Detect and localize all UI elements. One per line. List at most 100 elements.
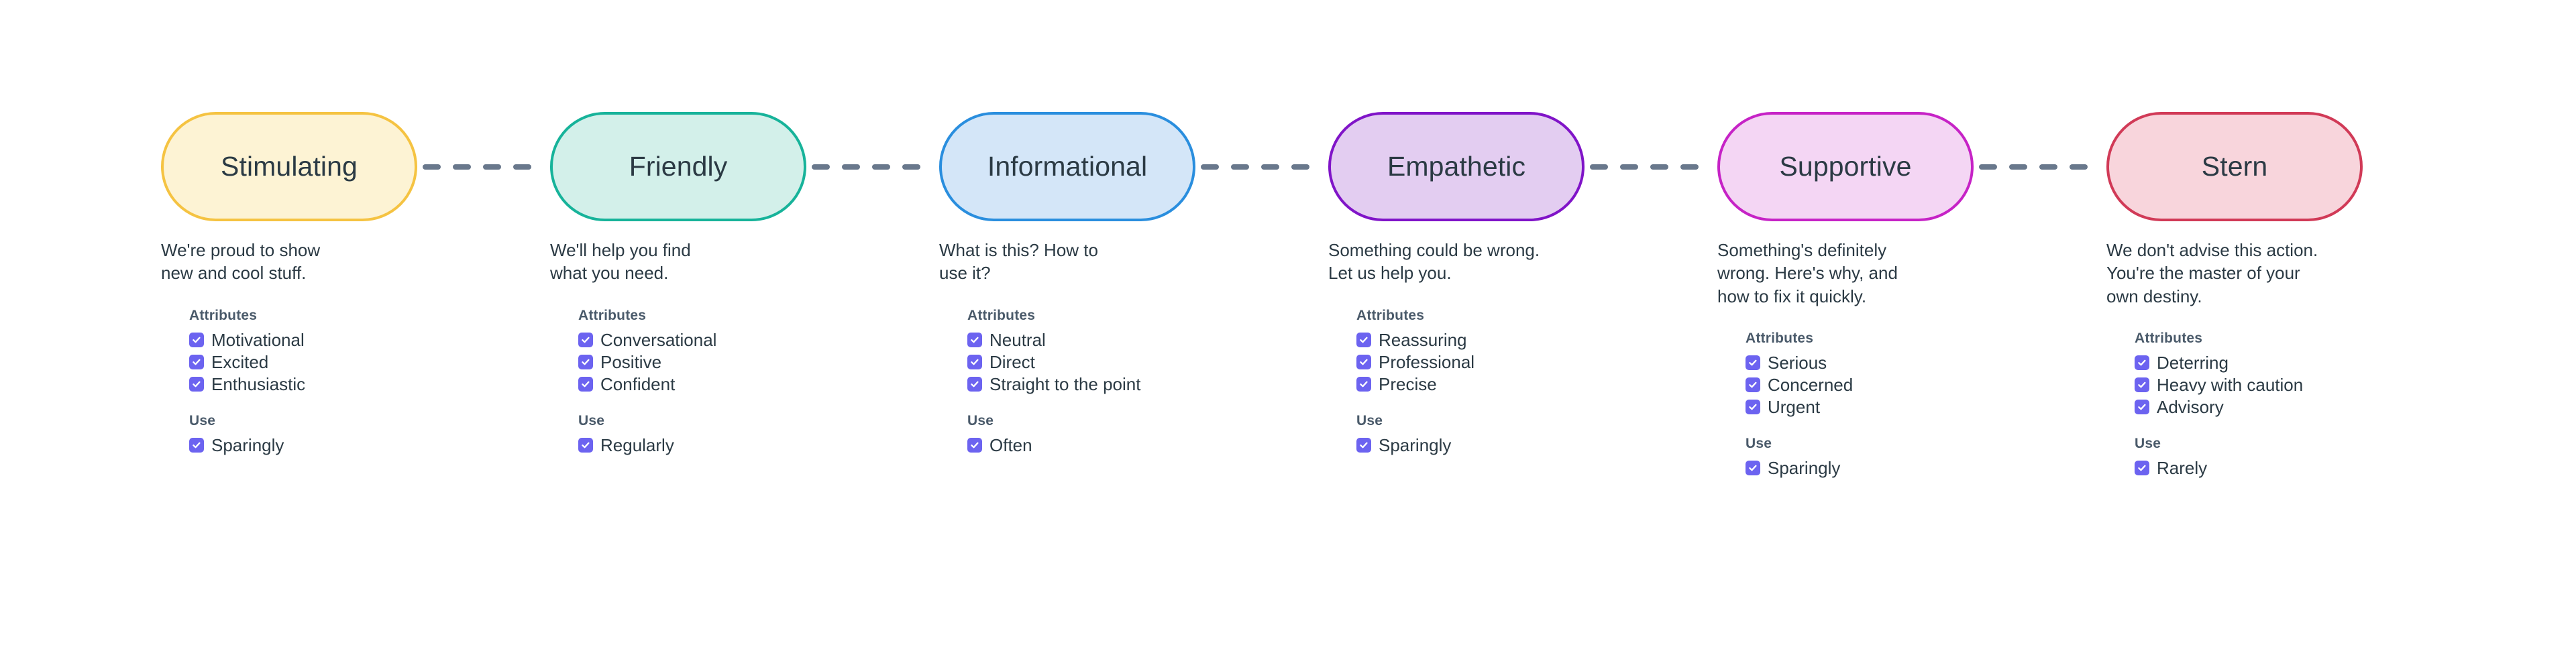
dash-segment [872,164,890,170]
checkbox-label: Sparingly [1768,458,1841,479]
checkmark-icon[interactable] [2135,400,2149,415]
checkmark-icon[interactable] [967,377,982,392]
dashed-line-icon [1979,164,2101,170]
checkmark-icon[interactable] [189,438,204,453]
checkbox-row[interactable]: Deterring [2135,352,2496,374]
checkbox-row[interactable]: Excited [189,351,550,373]
dash-segment [1620,164,1638,170]
checkmark-icon[interactable] [1746,355,1760,371]
checkmark-icon[interactable] [189,377,204,392]
checkmark-icon[interactable] [2135,355,2149,371]
checkmark-icon[interactable] [189,355,204,370]
checkmark-icon[interactable] [578,333,593,348]
checkbox-row[interactable]: Rarely [2135,457,2496,479]
group-title-attributes: Attributes [1746,330,1814,346]
checkbox-row[interactable]: Straight to the point [967,373,1328,396]
checkbox-row[interactable]: Professional [1356,351,1717,373]
tone-description: We'll help you find what you need. [550,240,691,284]
dashed-line-icon [1590,164,1712,170]
checkmark-icon[interactable] [1746,461,1760,476]
tone-pill[interactable]: Empathetic [1328,112,1585,221]
checkbox-label: Serious [1768,353,1827,373]
checkmark-icon[interactable] [1356,355,1371,370]
checkbox-row[interactable]: Heavy with caution [2135,374,2496,396]
dash-segment [902,164,920,170]
checkbox-label: Excited [211,352,269,373]
checkbox-row[interactable]: Serious [1746,352,2106,374]
pill-row: Supportive [1717,112,2106,221]
checkbox-row[interactable]: Neutral [967,329,1328,351]
checkbox-row[interactable]: Sparingly [1746,457,2106,479]
checkbox-row[interactable]: Conversational [578,329,939,351]
checkbox-row[interactable]: Sparingly [1356,434,1717,457]
checkmark-icon[interactable] [967,438,982,453]
checkbox-row[interactable]: Reassuring [1356,329,1717,351]
checkbox-row[interactable]: Direct [967,351,1328,373]
checkbox-row[interactable]: Concerned [1746,374,2106,396]
checkbox-label: Often [989,435,1032,456]
checkbox-row[interactable]: Regularly [578,434,939,457]
group-title-use: Use [967,412,994,428]
checkmark-icon[interactable] [1356,377,1371,392]
checkmark-icon[interactable] [1746,377,1760,393]
checkbox-row[interactable]: Motivational [189,329,550,351]
checkmark-icon[interactable] [578,377,593,392]
dash-segment [1291,164,1309,170]
checkmark-icon[interactable] [2135,377,2149,393]
tone-pill-label: Friendly [629,151,728,182]
dash-segment [1979,164,1997,170]
checkbox-row[interactable]: Urgent [1746,396,2106,418]
group-title-use: Use [2135,435,2161,451]
checkbox-row[interactable]: Often [967,434,1328,457]
dashed-line-icon [423,164,545,170]
tone-pill-label: Supportive [1779,151,1912,182]
checkbox-row[interactable]: Precise [1356,373,1717,396]
group-title-use: Use [1356,412,1383,428]
tone-description: We don't advise this action. You're the … [2106,240,2318,306]
checkmark-icon[interactable] [1746,400,1760,415]
checkbox-label: Regularly [600,435,674,456]
checkbox-row[interactable]: Advisory [2135,396,2496,418]
dash-segment [1680,164,1699,170]
checkmark-icon[interactable] [578,438,593,453]
group-title-attributes: Attributes [1356,307,1425,323]
dash-segment [1201,164,1219,170]
checkmark-icon[interactable] [967,333,982,348]
checkbox-label: Sparingly [1379,435,1452,456]
pill-row: Stimulating [161,112,550,221]
checkmark-icon[interactable] [1356,438,1371,453]
tone-pill[interactable]: Supportive [1717,112,1974,221]
dash-segment [2070,164,2088,170]
tone-column: Stern We don't advise this action. You're… [2106,112,2496,479]
tone-pill[interactable]: Friendly [550,112,806,221]
checkbox-row[interactable]: Confident [578,373,939,396]
checkmark-icon[interactable] [578,355,593,370]
dash-segment [513,164,531,170]
checkmark-icon[interactable] [189,333,204,348]
tone-pill[interactable]: Informational [939,112,1195,221]
checkbox-row[interactable]: Sparingly [189,434,550,457]
checkmark-icon[interactable] [967,355,982,370]
dash-segment [423,164,441,170]
tone-pill[interactable]: Stimulating [161,112,417,221]
checkmark-icon[interactable] [1356,333,1371,348]
checkmark-icon[interactable] [2135,461,2149,476]
checkbox-row[interactable]: Positive [578,351,939,373]
tone-pill[interactable]: Stern [2106,112,2363,221]
checkbox-row[interactable]: Enthusiastic [189,373,550,396]
